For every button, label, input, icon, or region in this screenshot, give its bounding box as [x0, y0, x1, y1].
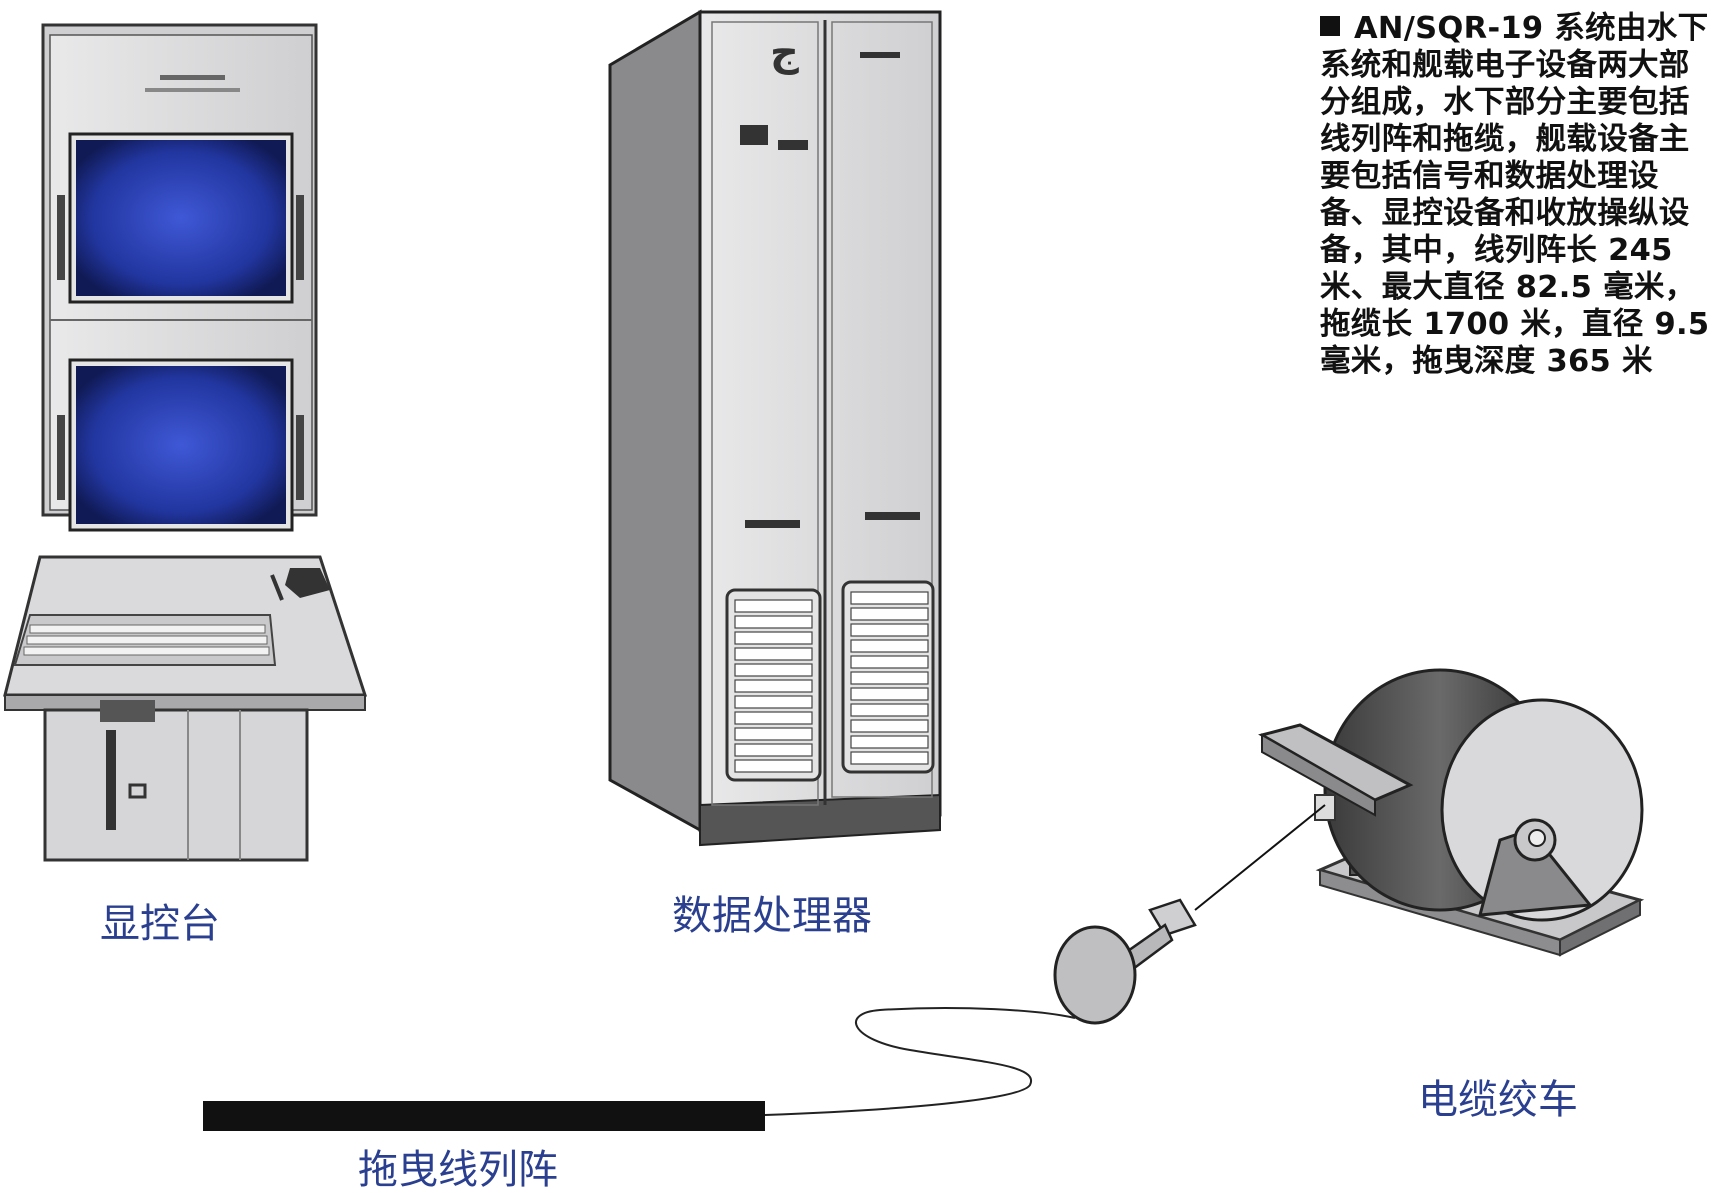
- vent-slat: [734, 711, 813, 725]
- label-array: 拖曳线列阵: [358, 1147, 558, 1193]
- upper-screen: [76, 140, 286, 296]
- vent-slat: [734, 695, 813, 709]
- vent-slat: [734, 759, 813, 773]
- vent-slat: [850, 735, 929, 749]
- vent-slat: [734, 631, 813, 645]
- vent-slat: [734, 647, 813, 661]
- vent-slat: [850, 591, 929, 605]
- svg-text:ج: ج: [770, 29, 799, 75]
- label-winch: 电缆绞车: [1418, 1077, 1578, 1123]
- vent-slat: [850, 671, 929, 685]
- vent-slat: [734, 663, 813, 677]
- bullet-square-icon: [1320, 16, 1340, 36]
- cable-winch: [1258, 668, 1645, 957]
- lower-screen: [76, 366, 286, 524]
- label-processor: 数据处理器: [672, 893, 872, 939]
- caption-box: AN/SQR-19 系统由水下系统和舰载电子设备两大部分组成，水下部分主要包括线…: [1320, 10, 1720, 380]
- vent-slat: [734, 615, 813, 629]
- vent-slat: [734, 727, 813, 741]
- caption-text: AN/SQR-19 系统由水下系统和舰载电子设备两大部分组成，水下部分主要包括线…: [1320, 11, 1710, 379]
- vent-slat: [850, 751, 929, 765]
- vent-slat: [850, 607, 929, 621]
- vent-slat: [850, 655, 929, 669]
- label-console: 显控台: [100, 901, 220, 947]
- vent-slat: [850, 639, 929, 653]
- data-processor-cabinet: ج: [608, 9, 942, 847]
- vent-slat: [734, 599, 813, 613]
- display-console: [3, 23, 368, 862]
- vent-slat: [850, 703, 929, 717]
- vent-slat: [850, 623, 929, 637]
- vent-slat: [734, 679, 813, 693]
- vent-slat: [850, 719, 929, 733]
- vent-slat: [850, 687, 929, 701]
- towed-cable: [764, 804, 1326, 1116]
- towed-array: [203, 1101, 765, 1131]
- vent-slat: [734, 743, 813, 757]
